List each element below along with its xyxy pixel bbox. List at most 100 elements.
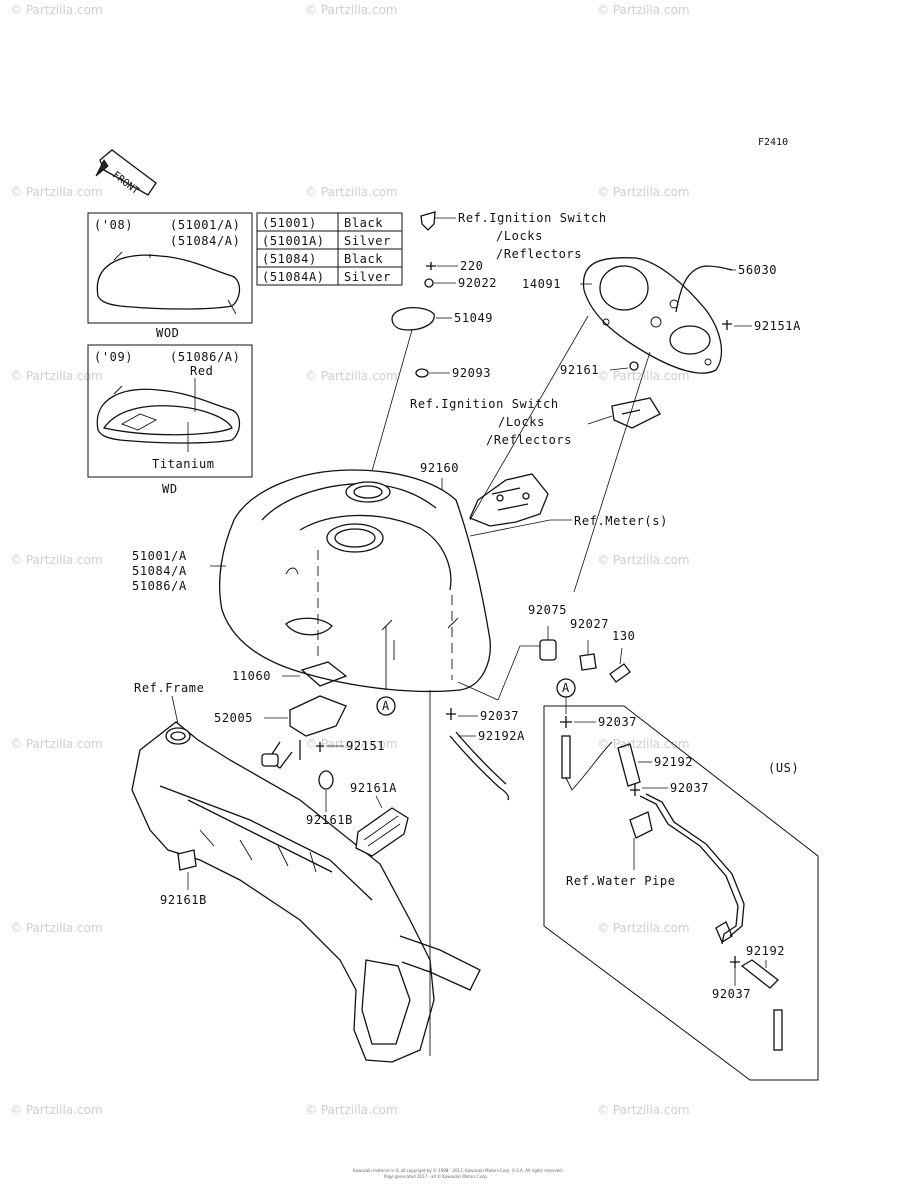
variant-caption-09: WD [162,482,178,496]
color-table-color: Silver [344,270,391,284]
callout-52005: 52005 [214,711,253,725]
frame-group: Ref.Frame 92161B 92161A 92161B [131,681,481,1063]
watermark: © Partzilla.com [305,369,398,383]
watermark: © Partzilla.com [597,553,690,567]
us-water-pipe-group: A 92037 92192 92037 (US) Ref.Water Pipe … [543,678,819,1081]
watermark: © Partzilla.com [10,3,103,17]
callout-220: 220 [460,259,483,273]
variant-box-08: ('08) (51001/A) (51084/A) WOD [87,212,253,340]
callout-ignition-ref-2-line-1: Ref.Ignition Switch [410,397,559,411]
callout-92151a: 92151A [754,319,801,333]
fuel-cap-group: Ref.Ignition Switch /Locks /Reflectors 2… [369,211,607,479]
callout-92022: 92022 [458,276,497,290]
callout-92075: 92075 [528,603,567,617]
wire-56030 [675,265,733,313]
callout-11060: 11060 [232,669,271,683]
water-pipe [639,795,739,945]
screw-220 [426,262,436,270]
callout-ignition-ref-1-line-1: Ref.Ignition Switch [458,211,607,225]
callout-us: (US) [768,761,799,775]
pad-92161a [355,807,409,857]
callout-51049: 51049 [454,311,493,325]
callout-92093: 92093 [452,366,491,380]
variant-codes-08-b: (51084/A) [170,234,240,248]
callout-92027: 92027 [570,617,609,631]
variant-color-red: Red [190,364,213,378]
front-arrow-icon: FRONT [95,149,157,197]
callout-92192-b: 92192 [746,944,785,958]
color-table-part: (51001) [262,216,317,230]
callout-92192-a: 92192 [654,755,693,769]
clamp-92037 [446,708,456,720]
callout-ignition-ref-2-line-2: /Locks [498,415,545,429]
ignition-ref-2: Ref.Ignition Switch /Locks /Reflectors [410,397,661,447]
watermark: © Partzilla.com [597,737,690,751]
callout-ignition-ref-1-line-2: /Locks [496,229,543,243]
clamp-92037-d [730,956,740,968]
tube-left-group: A 92037 92192A [376,626,525,801]
variant-codes-09: (51086/A) [170,350,240,364]
fuel-tank-main: 51001/A 51084/A 51086/A [132,469,540,701]
tank-top-opening [345,481,391,503]
copyright-line-2: Page generated 2017 - all © Kawasaki Mot… [384,1174,488,1179]
callout-92161b-a: 92161B [306,813,353,827]
watermark: © Partzilla.com [305,1103,398,1117]
bolt-92151 [316,742,324,752]
fuel-tank-body [219,469,491,693]
damper-92161b-bottom [177,849,197,871]
meter-cover-group: 14091 56030 92151A 92161 [469,257,801,593]
tube-92192a [449,735,510,801]
grommet-92161 [629,361,639,371]
callout-92037-c: 92037 [670,781,709,795]
meter-bracket [469,473,549,527]
watermark: © Partzilla.com [305,3,398,17]
callout-92151: 92151 [346,739,385,753]
callout-92161a: 92161A [350,781,397,795]
mount-parts-group: 92075 92027 130 [528,603,635,683]
meter-cover-14091 [582,257,723,374]
watermark: © Partzilla.com [10,553,103,567]
callout-ignition-ref-1-line-3: /Reflectors [496,247,582,261]
us-box-outline [543,705,819,1081]
watermark: © Partzilla.com [10,1103,103,1117]
variant-year-08: ('08) [94,218,133,232]
tank-silhouette-09 [96,388,241,444]
callout-tank-2: 51084/A [132,564,187,578]
variant-codes-08-a: (51001/A) [170,218,240,232]
tube-92192-a [617,743,641,787]
watermark: © Partzilla.com [305,737,398,751]
variant-year-09: ('09) [94,350,133,364]
callout-tank-1: 51001/A [132,549,187,563]
callout-130: 130 [612,629,635,643]
variant-caption-08: WOD [156,326,179,340]
bolt-130 [609,663,631,683]
color-table-color: Black [344,216,383,230]
bolt-92151a [722,320,732,330]
callout-circle-a-1: A [382,699,390,713]
callout-circle-a-2: A [562,681,570,695]
frame-body [131,721,435,1063]
watermark: © Partzilla.com [597,921,690,935]
color-table-part: (51084) [262,252,317,266]
callout-92161: 92161 [560,363,599,377]
color-table-color: Black [344,252,383,266]
watermark: © Partzilla.com [597,185,690,199]
callout-56030: 56030 [738,263,777,277]
figure-code: F2410 [758,137,788,148]
clamp-92037-c [630,784,640,796]
watermark: © Partzilla.com [597,369,690,383]
callout-92160: 92160 [420,461,459,475]
grommet-92093 [415,368,429,378]
callout-ref-frame: Ref.Frame [134,681,204,695]
variant-color-titanium: Titanium [152,457,215,471]
bracket-small [611,397,661,429]
fuel-pump-group: 11060 52005 92151 [214,661,385,769]
gasket-11060 [300,661,348,687]
callout-tank-3: 51086/A [132,579,187,593]
callout-92037-a: 92037 [480,709,519,723]
watermark: © Partzilla.com [10,737,103,751]
watermark: © Partzilla.com [597,3,690,17]
callout-14091: 14091 [522,277,561,291]
